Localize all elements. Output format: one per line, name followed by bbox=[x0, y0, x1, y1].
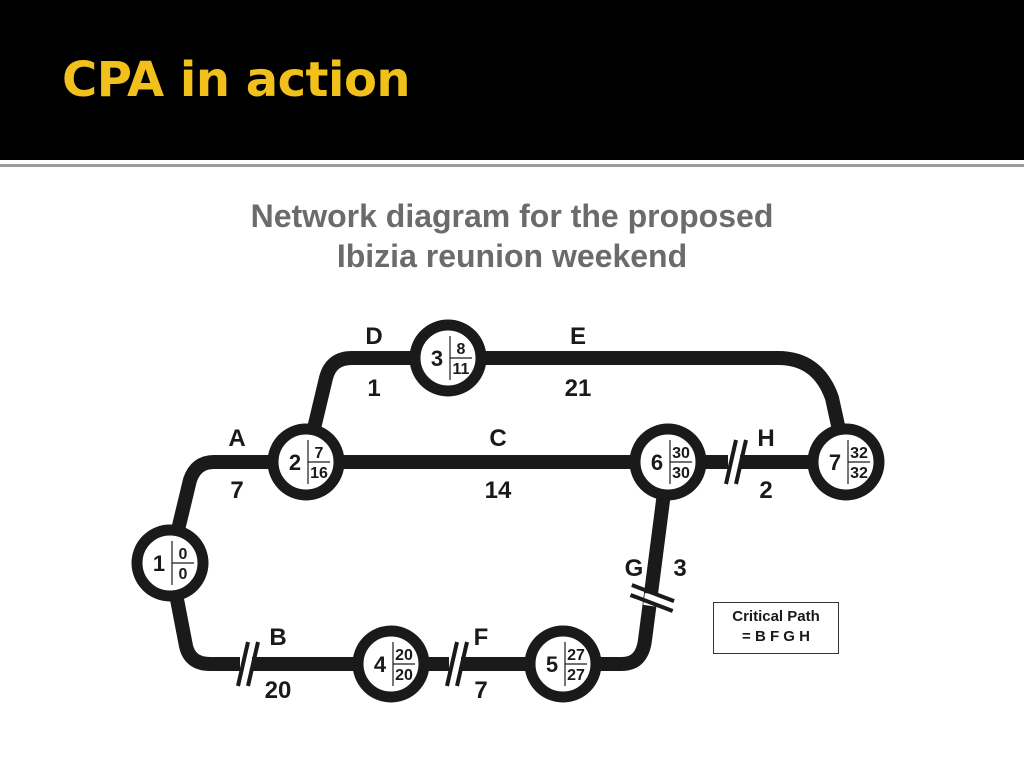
critical-marks-layer bbox=[236, 439, 748, 687]
activity-f-duration: 7 bbox=[474, 677, 487, 704]
event-node-7-circle bbox=[807, 423, 885, 501]
activity-b-edge bbox=[163, 556, 398, 671]
event-node-3-number: 3 bbox=[431, 346, 443, 371]
activity-g-duration: 3 bbox=[673, 555, 686, 582]
activity-b-duration: 20 bbox=[265, 677, 292, 704]
activity-c-duration: 14 bbox=[485, 477, 512, 504]
event-node-1-number: 1 bbox=[153, 551, 165, 576]
activity-e-duration: 21 bbox=[565, 375, 592, 402]
legend-path: = B F G H bbox=[742, 628, 810, 645]
event-node-5-latest: 27 bbox=[567, 667, 585, 684]
legend-title: Critical Path bbox=[732, 608, 820, 625]
event-node-5-number: 5 bbox=[546, 652, 558, 677]
critical-mark-g bbox=[629, 583, 675, 613]
event-node-4-earliest: 20 bbox=[395, 647, 413, 664]
event-node-6-latest: 30 bbox=[672, 465, 690, 482]
diagram-heading-line-2: Ibizia reunion weekend bbox=[336, 238, 688, 274]
event-node-4-number: 4 bbox=[374, 652, 387, 677]
activity-d-label: D bbox=[365, 323, 382, 350]
event-node-5-earliest: 27 bbox=[567, 647, 585, 664]
activity-a-duration: 7 bbox=[230, 477, 243, 504]
activity-d-duration: 1 bbox=[367, 375, 380, 402]
event-node-6-number: 6 bbox=[651, 450, 663, 475]
event-node-2-number: 2 bbox=[289, 450, 301, 475]
event-node-1-latest: 0 bbox=[179, 566, 188, 583]
event-node-4-circle bbox=[352, 625, 430, 703]
event-node-1-earliest: 0 bbox=[179, 546, 188, 563]
activity-h-label: H bbox=[757, 425, 774, 452]
event-node-6: 6 30 30 bbox=[629, 423, 707, 501]
activity-c-label: C bbox=[489, 425, 506, 452]
event-node-7: 7 32 32 bbox=[807, 423, 885, 501]
title-bar bbox=[0, 0, 1024, 160]
slide-title: CPA in action bbox=[62, 52, 411, 108]
event-node-7-latest: 32 bbox=[850, 465, 868, 482]
activity-h-duration: 2 bbox=[759, 477, 772, 504]
event-node-5: 5 27 27 bbox=[524, 625, 602, 703]
event-node-2-latest: 16 bbox=[310, 465, 328, 482]
activity-b-label: B bbox=[269, 624, 286, 651]
activity-a-label: A bbox=[228, 425, 245, 452]
diagram-heading: Network diagram for the proposed Ibizia … bbox=[0, 196, 1024, 276]
activity-g-edge bbox=[556, 455, 675, 671]
event-node-6-circle bbox=[629, 423, 707, 501]
event-node-3-earliest: 8 bbox=[457, 341, 466, 358]
activity-f-label: F bbox=[474, 624, 489, 651]
event-node-7-number: 7 bbox=[829, 450, 841, 475]
diagram-heading-line-1: Network diagram for the proposed bbox=[250, 198, 774, 234]
activity-e-label: E bbox=[570, 323, 586, 350]
activity-e-edge bbox=[441, 351, 853, 469]
critical-mark-b bbox=[236, 641, 260, 687]
critical-mark-f bbox=[445, 641, 469, 687]
event-node-7-earliest: 32 bbox=[850, 445, 868, 462]
event-node-5-circle bbox=[524, 625, 602, 703]
activity-d-edge bbox=[299, 351, 455, 469]
activity-a-edge bbox=[163, 455, 313, 570]
title-divider bbox=[0, 164, 1024, 167]
event-node-3-latest: 11 bbox=[453, 361, 470, 378]
event-node-4-latest: 20 bbox=[395, 667, 413, 684]
critical-path-legend: Critical Path = B F G H bbox=[713, 602, 839, 654]
critical-mark-h bbox=[724, 439, 748, 485]
event-node-4: 4 20 20 bbox=[352, 625, 430, 703]
event-node-1-circle bbox=[131, 524, 209, 602]
event-node-2-circle bbox=[267, 423, 345, 501]
event-node-2-earliest: 7 bbox=[315, 445, 324, 462]
event-node-3-circle bbox=[409, 319, 487, 397]
activity-g-label: G bbox=[625, 555, 644, 582]
event-node-6-earliest: 30 bbox=[672, 445, 690, 462]
